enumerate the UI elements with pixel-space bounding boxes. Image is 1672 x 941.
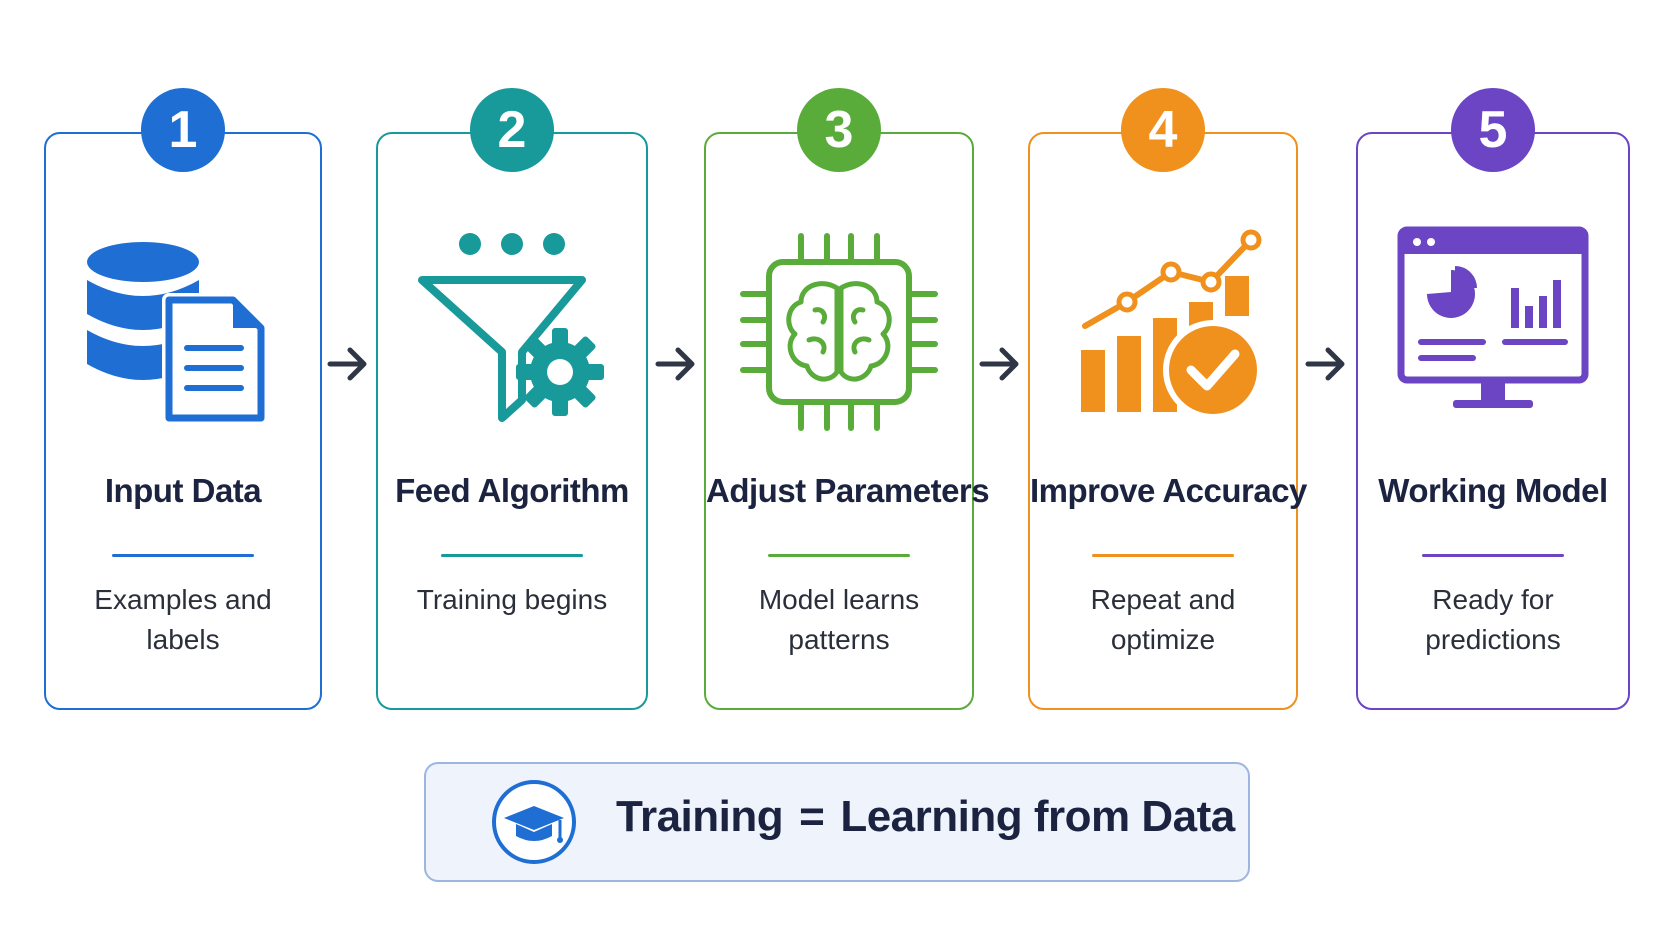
step-card-input-data: 1 Input Data Examples and labels <box>44 88 322 710</box>
brain-chip-icon <box>739 222 939 442</box>
monitor-dashboard-icon <box>1393 222 1593 442</box>
step-title: Working Model <box>1378 472 1608 509</box>
arrow-right-icon <box>976 344 1024 384</box>
step-number-badge: 4 <box>1121 88 1205 172</box>
step-description: Examples and labels <box>94 584 272 655</box>
step-title: Input Data <box>104 472 262 509</box>
step-number-badge: 2 <box>470 88 554 172</box>
step-description: Repeat and optimize <box>1090 584 1236 655</box>
step-card-working-model: 5 Working Model Ready for predictions <box>1356 88 1630 710</box>
step-divider <box>112 554 254 557</box>
step-number-badge: 3 <box>797 88 881 172</box>
banner-right-term: Learning from Data <box>840 792 1235 841</box>
funnel-gear-icon <box>412 222 612 442</box>
banner-text: Training = Learning from Data <box>616 792 1235 842</box>
graduation-cap-icon <box>490 778 578 866</box>
arrow-right-icon <box>652 344 700 384</box>
step-divider <box>441 554 583 557</box>
step-title: Feed Algorithm <box>395 472 629 509</box>
growth-chart-check-icon <box>1063 222 1263 442</box>
summary-banner: Training = Learning from Data <box>424 762 1250 882</box>
database-document-icon <box>83 222 283 442</box>
step-card-adjust-parameters: 3 Adjust Parameters Model learns pattern… <box>704 88 990 710</box>
banner-left-term: Training <box>616 792 784 841</box>
step-divider <box>768 554 910 557</box>
step-description: Training begins <box>416 584 608 615</box>
banner-equals: = <box>799 792 825 841</box>
step-number-badge: 5 <box>1451 88 1535 172</box>
step-card-improve-accuracy: 4 Improve Accuracy Repeat and optimize <box>1028 88 1307 710</box>
step-description: Ready for predictions <box>1425 584 1561 655</box>
arrow-right-icon <box>324 344 372 384</box>
step-number-badge: 1 <box>141 88 225 172</box>
step-divider <box>1092 554 1234 557</box>
arrow-right-icon <box>1302 344 1350 384</box>
step-title: Improve Accuracy <box>1030 472 1307 509</box>
step-description: Model learns patterns <box>758 584 920 655</box>
step-card-feed-algorithm: 2 <box>376 88 648 710</box>
step-title: Adjust Parameters <box>706 472 990 509</box>
step-divider <box>1422 554 1564 557</box>
